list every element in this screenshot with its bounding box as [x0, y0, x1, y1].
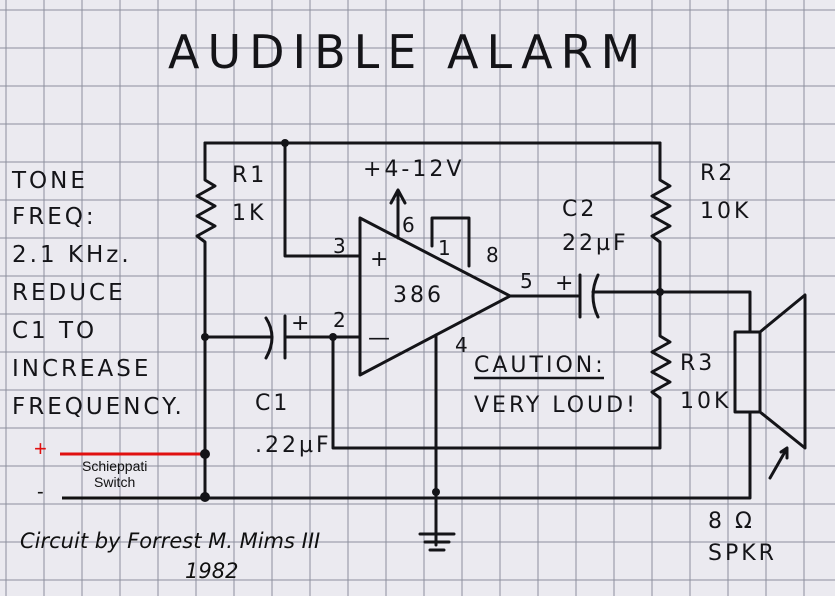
r3-value: 10K [680, 389, 731, 414]
c1-polarity: + [291, 311, 312, 336]
ic-label: 386 [393, 283, 444, 308]
switch-label-line2: Switch [94, 474, 135, 490]
caution-heading: CAUTION: [474, 353, 606, 378]
c2-polarity: + [555, 271, 576, 296]
switch-negative-terminal [200, 492, 210, 502]
switch-label-line1: Schieppati [82, 458, 147, 474]
c2-value: 22µF [562, 231, 629, 256]
speaker-cone-icon [758, 293, 807, 450]
r1-resistor [195, 141, 217, 500]
note-line: FREQUENCY. [12, 394, 185, 420]
r1-name: R1 [232, 163, 267, 188]
switch-plus-sign: + [34, 436, 47, 461]
c2-curved-plate [591, 273, 600, 319]
pin1-pin8-jumper [430, 216, 471, 268]
r2-resistor [650, 141, 672, 294]
r3-name: R3 [680, 351, 715, 376]
credit-line2: 1982 [185, 559, 238, 583]
note-line: FREQ: [12, 204, 97, 230]
frequency-note: TONE FREQ: 2.1 KHz. REDUCE C1 TO INCREAS… [11, 168, 185, 420]
pin-5-label: 5 [520, 269, 533, 293]
r1-value: 1K [232, 201, 266, 226]
r2-value: 10K [700, 199, 751, 224]
c1-name: C1 [255, 391, 290, 416]
supply-arrow-icon [389, 188, 407, 205]
note-line: 2.1 KHz. [12, 242, 132, 268]
ground-rail-wire [203, 410, 752, 500]
note-line: REDUCE [12, 280, 126, 306]
pin-8-label: 8 [486, 243, 499, 267]
junction-dot [201, 333, 209, 341]
pin-6-label: 6 [402, 213, 415, 237]
ic-plus-input: + [370, 247, 391, 272]
supply-voltage: +4-12V [363, 157, 464, 182]
c1-curved-plate [264, 316, 274, 360]
speaker-arrow-icon [768, 446, 789, 480]
r2-name: R2 [700, 161, 735, 186]
page-title: AUDIBLE ALARM [168, 25, 648, 79]
speaker-impedance: 8 Ω [708, 509, 755, 534]
pin-3-label: 3 [333, 234, 346, 258]
credit-line1: Circuit by Forrest M. Mims III [20, 529, 320, 553]
c2-name: C2 [562, 197, 597, 222]
c1-value: .22µF [255, 433, 332, 458]
junction-dot [432, 488, 440, 496]
note-line: C1 TO [12, 318, 97, 344]
pin-4-label: 4 [455, 333, 468, 357]
switch-positive-terminal [200, 449, 210, 459]
speaker-name: SPKR [708, 541, 777, 566]
r3-resistor [331, 290, 672, 450]
pin-2-label: 2 [333, 308, 346, 332]
ground-icon [418, 532, 456, 552]
c2-output-wire [591, 290, 752, 334]
note-line: TONE [11, 168, 88, 194]
pin3-wire [283, 141, 362, 258]
ic-minus-input: — [368, 326, 393, 351]
switch-minus-sign: - [37, 481, 44, 503]
speaker-magnet [733, 330, 762, 414]
pin-1-label: 1 [438, 236, 451, 260]
caution-text: VERY LOUD! [474, 393, 638, 418]
note-line: INCREASE [12, 356, 151, 382]
